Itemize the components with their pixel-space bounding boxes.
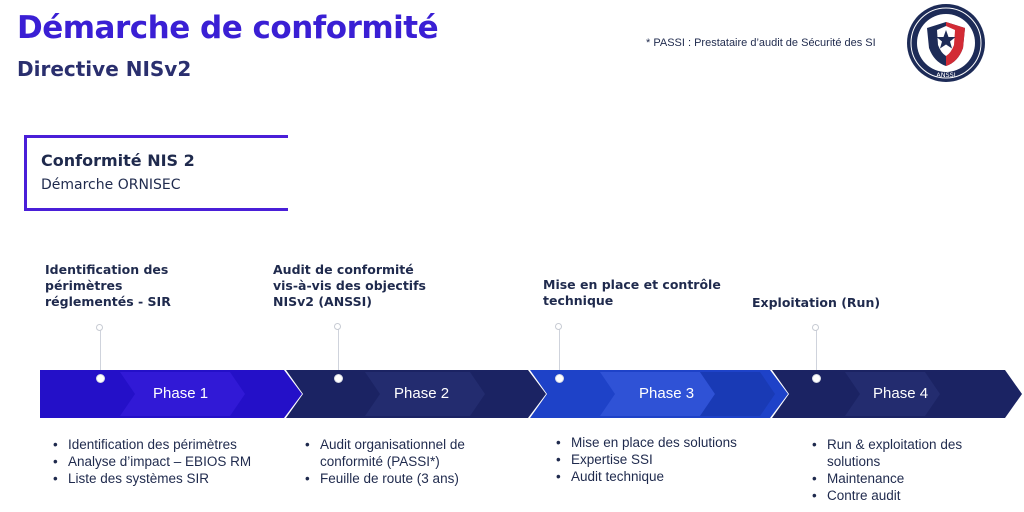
timeline-dot [96, 374, 105, 383]
connector-line [559, 327, 560, 378]
connector-dot [555, 323, 562, 330]
connector-dot [96, 324, 103, 331]
connector-dot [812, 324, 819, 331]
list-item: Liste des systèmes SIR [50, 470, 251, 487]
conformity-box [24, 135, 288, 211]
list-item: Identification des périmètres [50, 436, 251, 453]
logo-text: ANSSI [936, 71, 956, 79]
connector-line [338, 327, 339, 378]
phase-2-heading: Audit de conformité vis-à-vis des object… [273, 262, 426, 309]
timeline-dot [812, 374, 821, 383]
phase-4-label: Phase 4 [873, 385, 929, 402]
phase-1-heading: Identification des périmètres réglementé… [45, 262, 171, 309]
phase-2-label: Phase 2 [394, 385, 450, 402]
phase-3-bullets: Mise en place des solutions Expertise SS… [553, 434, 737, 485]
connector-line [816, 328, 817, 378]
timeline-dot [334, 374, 343, 383]
phase-4-heading: Exploitation (Run) [752, 295, 881, 310]
list-item: Maintenance [809, 470, 962, 487]
passi-footnote: * PASSI : Prestataire d’audit de Sécurit… [646, 37, 876, 49]
list-item: Analyse d’impact – EBIOS RM [50, 453, 251, 470]
connector-line [100, 328, 101, 378]
page-title: Démarche de conformité [17, 10, 439, 46]
list-item: Contre audit [809, 487, 962, 504]
timeline-dot [555, 374, 564, 383]
phase-3-label: Phase 3 [639, 385, 695, 402]
list-item: Audit technique [553, 468, 737, 485]
phase-1-label: Phase 1 [153, 385, 209, 402]
page-subtitle: Directive NISv2 [17, 57, 192, 81]
phase-1-bullets: Identification des périmètres Analyse d’… [50, 436, 251, 487]
list-item: Expertise SSI [553, 451, 737, 468]
list-item: Mise en place des solutions [553, 434, 737, 451]
anssi-logo-icon: ANSSI [907, 4, 985, 82]
phase-3-heading: Mise en place et contrôle technique [543, 277, 721, 308]
connector-dot [334, 323, 341, 330]
list-item: Feuille de route (3 ans) [302, 470, 465, 487]
box-subtitle: Démarche ORNISEC [41, 177, 181, 193]
box-title: Conformité NIS 2 [41, 151, 195, 170]
